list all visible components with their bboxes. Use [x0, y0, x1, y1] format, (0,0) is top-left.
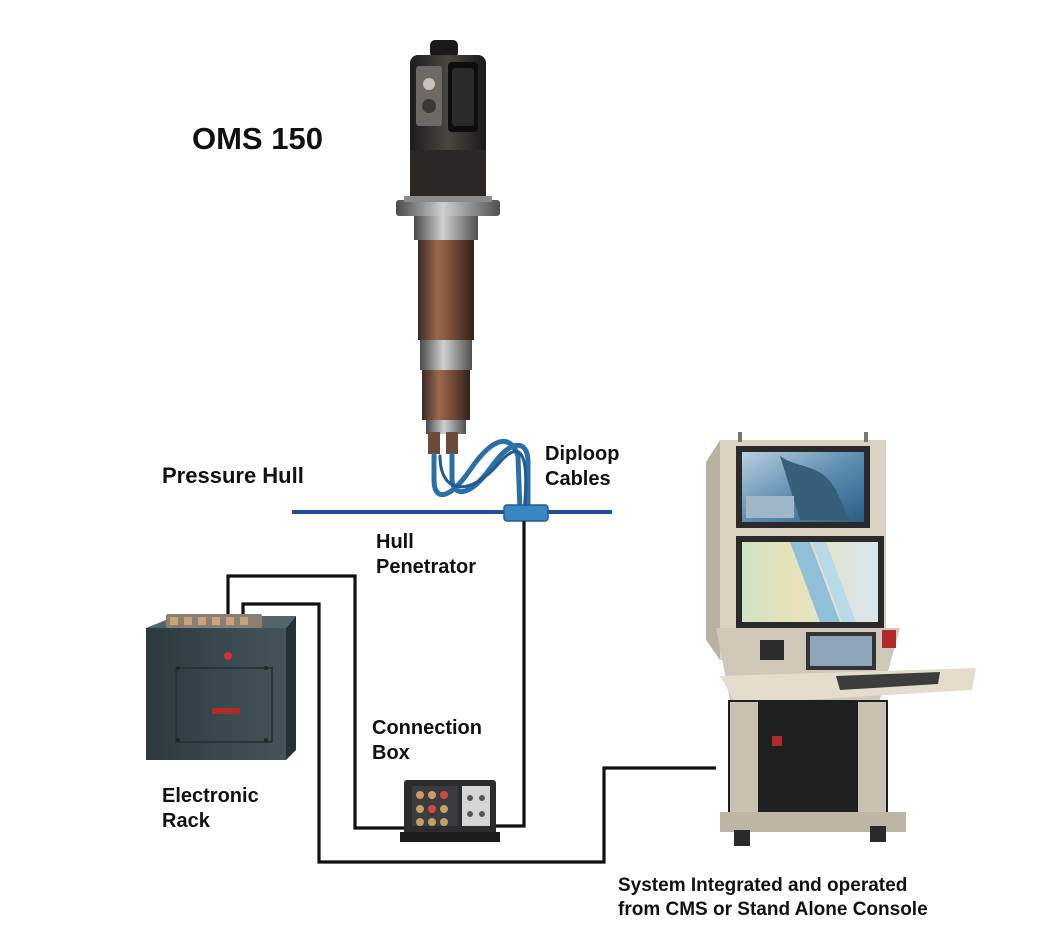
- label-diploop-cables-line2: Cables: [545, 468, 611, 490]
- wiring: [226, 521, 716, 864]
- label-hull-penetrator-line1: Hull: [376, 531, 414, 553]
- label-system-line1: System Integrated and operated: [618, 875, 908, 896]
- diploop-cables: [431, 438, 531, 515]
- label-electronic-rack-line1: Electronic: [162, 785, 259, 807]
- label-connection-box-line1: Connection: [372, 717, 482, 739]
- label-hull-penetrator-line2: Penetrator: [376, 556, 477, 578]
- label-hull-penetrator: Hull Penetrator: [376, 530, 476, 580]
- electronic-rack-image: [146, 614, 296, 760]
- label-diploop-cables-line1: Diploop: [545, 443, 620, 465]
- label-connection-box: Connection Box: [372, 716, 482, 766]
- label-system-line2: from CMS or Stand Alone Console: [618, 898, 928, 920]
- label-diploop-cables: Diploop Cables: [545, 442, 619, 492]
- label-electronic-rack: Electronic Rack: [162, 784, 259, 834]
- label-pressure-hull: Pressure Hull: [162, 463, 304, 488]
- connection-box-image: [400, 780, 500, 842]
- hull-penetrator: [503, 504, 549, 522]
- console-image: [706, 432, 976, 846]
- oms150-mast-image: [396, 40, 500, 454]
- label-electronic-rack-line2: Rack: [162, 810, 210, 832]
- label-system-integrated: System Integrated and operated from CMS …: [618, 874, 928, 922]
- diagram-title: OMS 150: [192, 121, 323, 156]
- label-connection-box-line2: Box: [372, 742, 410, 764]
